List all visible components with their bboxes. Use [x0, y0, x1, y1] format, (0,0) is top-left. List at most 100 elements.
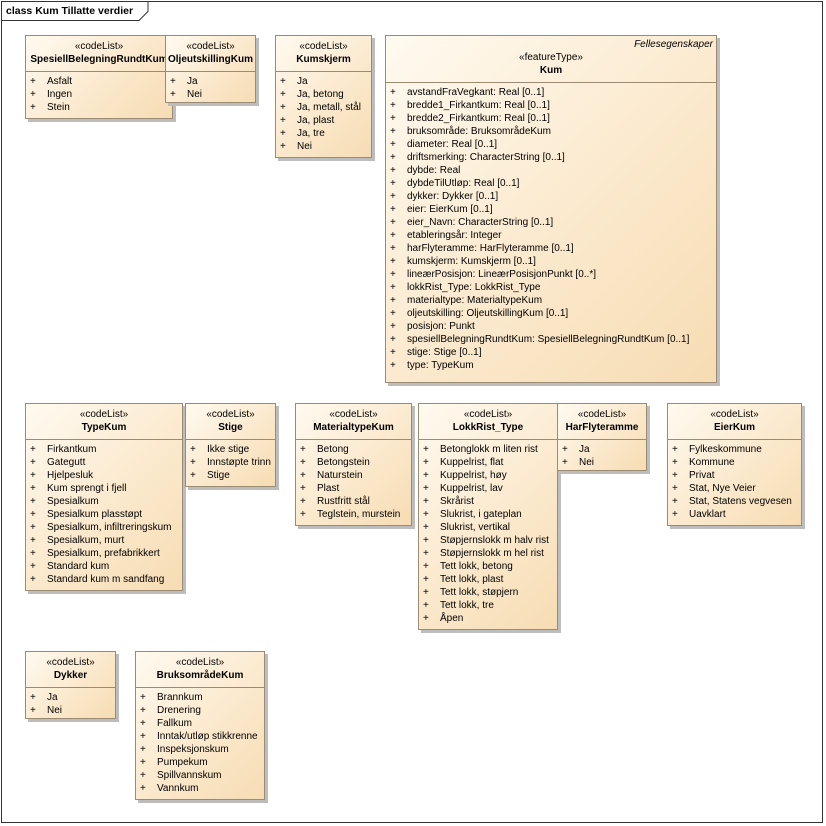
member-text: Kuppelrist, høy — [440, 470, 507, 481]
enum-value-item: +Kommune — [668, 456, 801, 469]
class-members: +Fylkeskommune+Kommune+Privat+Stat, Nye … — [668, 440, 801, 521]
enum-value-item: +Spesialkum plasstøpt — [26, 508, 182, 521]
class-header: Fellesegenskaper«featureType»Kum — [386, 36, 716, 77]
public-visibility-icon: + — [300, 496, 306, 507]
enum-value-item: +Drenering — [136, 704, 264, 717]
enum-value-item: +Spesialkum, murt — [26, 534, 182, 547]
public-visibility-icon: + — [140, 692, 146, 703]
public-visibility-icon: + — [30, 509, 36, 520]
class-bruksomradekum[interactable]: «codeList»BruksområdeKum+Brannkum+Drener… — [135, 651, 265, 800]
public-visibility-icon: + — [30, 522, 36, 533]
public-visibility-icon: + — [30, 561, 36, 572]
class-dykker[interactable]: «codeList»Dykker+Ja+Nei — [25, 651, 116, 719]
class-oljeutskillingkum[interactable]: «codeList»OljeutskillingKum+Ja+Nei — [165, 35, 256, 103]
member-text: posisjon: Punkt — [407, 321, 475, 332]
member-text: dykker: Dykker [0..1] — [407, 191, 499, 202]
member-text: Kuppelrist, flat — [440, 457, 504, 468]
enum-value-item: +Uavklart — [668, 508, 801, 521]
class-separator — [26, 71, 172, 72]
class-name: OljeutskillingKum — [167, 54, 253, 65]
public-visibility-icon: + — [390, 243, 396, 254]
member-text: Betong — [317, 444, 349, 455]
member-text: Kum sprengt i fjell — [47, 483, 127, 494]
public-visibility-icon: + — [280, 102, 286, 113]
public-visibility-icon: + — [423, 457, 429, 468]
member-text: Ja — [579, 444, 590, 455]
public-visibility-icon: + — [280, 115, 286, 126]
member-text: Slukrist, i gateplan — [440, 509, 522, 520]
class-members: +Ja+Ja, betong+Ja, metall, stål+Ja, plas… — [276, 72, 371, 153]
class-separator — [186, 439, 275, 440]
attribute-item: + posisjon: Punkt — [386, 320, 716, 333]
public-visibility-icon: + — [140, 705, 146, 716]
enum-value-item: +Stat, Statens vegvesen — [668, 495, 801, 508]
class-kumskjerm[interactable]: «codeList»Kumskjerm+Ja+Ja, betong+Ja, me… — [275, 35, 372, 158]
enum-value-item: +Spillvannskum — [136, 769, 264, 782]
attribute-item: +materialtype: MaterialtypeKum — [386, 294, 716, 307]
attribute-item: +etableringsår: Integer — [386, 229, 716, 242]
class-kum[interactable]: Fellesegenskaper«featureType»Kum+avstand… — [385, 35, 717, 383]
class-members: +Betonglokk m liten rist+Kuppelrist, fla… — [419, 440, 557, 625]
public-visibility-icon: + — [30, 470, 36, 481]
member-text: Pumpekum — [157, 757, 208, 768]
class-header: «codeList»TypeKum — [26, 404, 182, 434]
class-lokkrist-type[interactable]: «codeList»LokkRist_Type+Betonglokk m lit… — [418, 403, 558, 630]
public-visibility-icon: + — [300, 444, 306, 455]
class-eierkum[interactable]: «codeList»EierKum+Fylkeskommune+Kommune+… — [667, 403, 802, 526]
class-stige[interactable]: «codeList»Stige+Ikke stige+Innstøpte tri… — [185, 403, 276, 487]
class-typekum[interactable]: «codeList»TypeKum+Firkantkum+Gategutt+Hj… — [25, 403, 183, 591]
public-visibility-icon: + — [390, 321, 396, 332]
member-text: eier: EierKum [0..1] — [407, 204, 493, 215]
enum-value-item: +Vannkum — [136, 782, 264, 795]
attribute-item: +eier: EierKum [0..1] — [386, 203, 716, 216]
attribute-item: +bredde1_Firkantkum: Real [0..1] — [386, 99, 716, 112]
class-header: «codeList»EierKum — [668, 404, 801, 434]
public-visibility-icon: + — [672, 509, 678, 520]
public-visibility-icon: + — [423, 561, 429, 572]
enum-value-item: +Naturstein — [296, 469, 411, 482]
attribute-item: +lokkRist_Type: LokkRist_Type — [386, 281, 716, 294]
public-visibility-icon: + — [140, 744, 146, 755]
class-separator — [296, 439, 411, 440]
enum-value-item: +Åpen — [419, 612, 557, 625]
public-visibility-icon: + — [390, 347, 396, 358]
member-text: Hjelpesluk — [47, 470, 94, 481]
public-visibility-icon: + — [30, 457, 36, 468]
public-visibility-icon: + — [30, 102, 36, 113]
class-name: LokkRist_Type — [452, 422, 524, 433]
attribute-item: +harFlyteramme: HarFlyteramme [0..1] — [386, 242, 716, 255]
class-name: Kumskjerm — [296, 54, 351, 65]
enum-value-item: +Teglstein, murstein — [296, 508, 411, 521]
public-visibility-icon: + — [140, 783, 146, 794]
member-text: Stein — [47, 102, 70, 113]
public-visibility-icon: + — [140, 757, 146, 768]
class-separator — [276, 71, 371, 72]
enum-value-item: +Kuppelrist, lav — [419, 482, 557, 495]
member-text: dybdeTilUtløp: Real [0..1] — [407, 178, 520, 189]
enum-value-item: +Brannkum — [136, 691, 264, 704]
enum-value-item: + Pumpekum — [136, 756, 264, 769]
member-text: bredde2_Firkantkum: Real [0..1] — [407, 113, 550, 124]
member-text: materialtype: MaterialtypeKum — [407, 295, 543, 306]
enum-value-item: +Spesialkum, prefabrikkert — [26, 547, 182, 560]
member-text: Firkantkum — [47, 444, 97, 455]
class-members: +Brannkum+Drenering+Fallkum+Inntak/utløp… — [136, 688, 264, 795]
enum-value-item: +Fallkum — [136, 717, 264, 730]
public-visibility-icon: + — [170, 89, 176, 100]
class-members: +Ja+Nei — [166, 72, 255, 101]
class-name: Dykker — [53, 670, 88, 681]
member-text: Tett lokk, plast — [440, 574, 504, 585]
class-header: «codeList»SpesiellBelegningRundtKum — [26, 36, 172, 66]
class-materialtypekum[interactable]: «codeList»MaterialtypeKum+Betong+Betongs… — [295, 403, 412, 526]
class-spesiellbelegningrundtkum[interactable]: «codeList»SpesiellBelegningRundtKum+Asfa… — [25, 35, 173, 119]
member-text: Teglstein, murstein — [317, 509, 401, 520]
class-stereotype: «codeList» — [74, 41, 124, 52]
enum-value-item: +Gategutt — [26, 456, 182, 469]
class-harflyteramme[interactable]: «codeList»HarFlyteramme+Ja+Nei — [557, 403, 647, 471]
member-text: Nei — [47, 705, 63, 716]
public-visibility-icon: + — [390, 139, 396, 150]
member-text: type: TypeKum — [407, 360, 474, 371]
enum-value-item: +Ja, tre — [276, 127, 371, 140]
enum-value-item: +Betonglokk m liten rist — [419, 443, 557, 456]
class-separator — [26, 439, 182, 440]
